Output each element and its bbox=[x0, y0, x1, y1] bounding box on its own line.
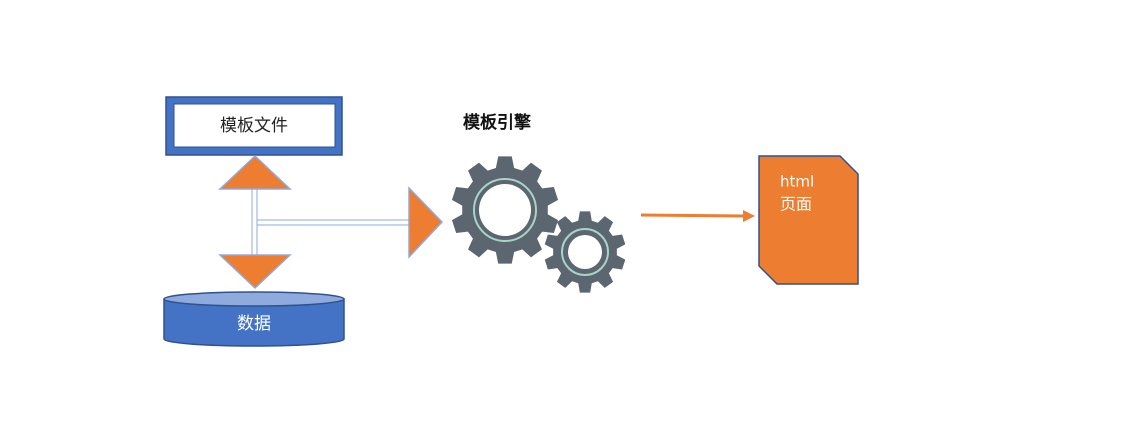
up-arrow bbox=[218, 154, 292, 190]
html-page-label-line2: 页面 bbox=[780, 195, 812, 214]
right-arrow bbox=[408, 186, 444, 259]
html-page-label-line1: html bbox=[780, 173, 814, 191]
gear-icon bbox=[451, 156, 626, 293]
html-page-document: html 页面 bbox=[758, 155, 859, 285]
output-arrow bbox=[640, 210, 755, 222]
connector-lines bbox=[251, 188, 410, 256]
template-file-box: 模板文件 bbox=[165, 96, 343, 156]
template-file-label: 模板文件 bbox=[220, 116, 288, 136]
data-store-label: 数据 bbox=[237, 314, 271, 334]
gear-hole bbox=[568, 235, 602, 269]
large-gear-icon bbox=[451, 156, 559, 264]
down-arrow bbox=[218, 254, 292, 290]
small-gear-icon bbox=[544, 211, 626, 293]
gear-ring bbox=[473, 178, 537, 242]
gear-hole bbox=[479, 184, 531, 236]
engine-label: 模板引擎 bbox=[463, 112, 532, 133]
gear-ring bbox=[561, 228, 609, 276]
data-store: 数据 bbox=[163, 291, 345, 347]
